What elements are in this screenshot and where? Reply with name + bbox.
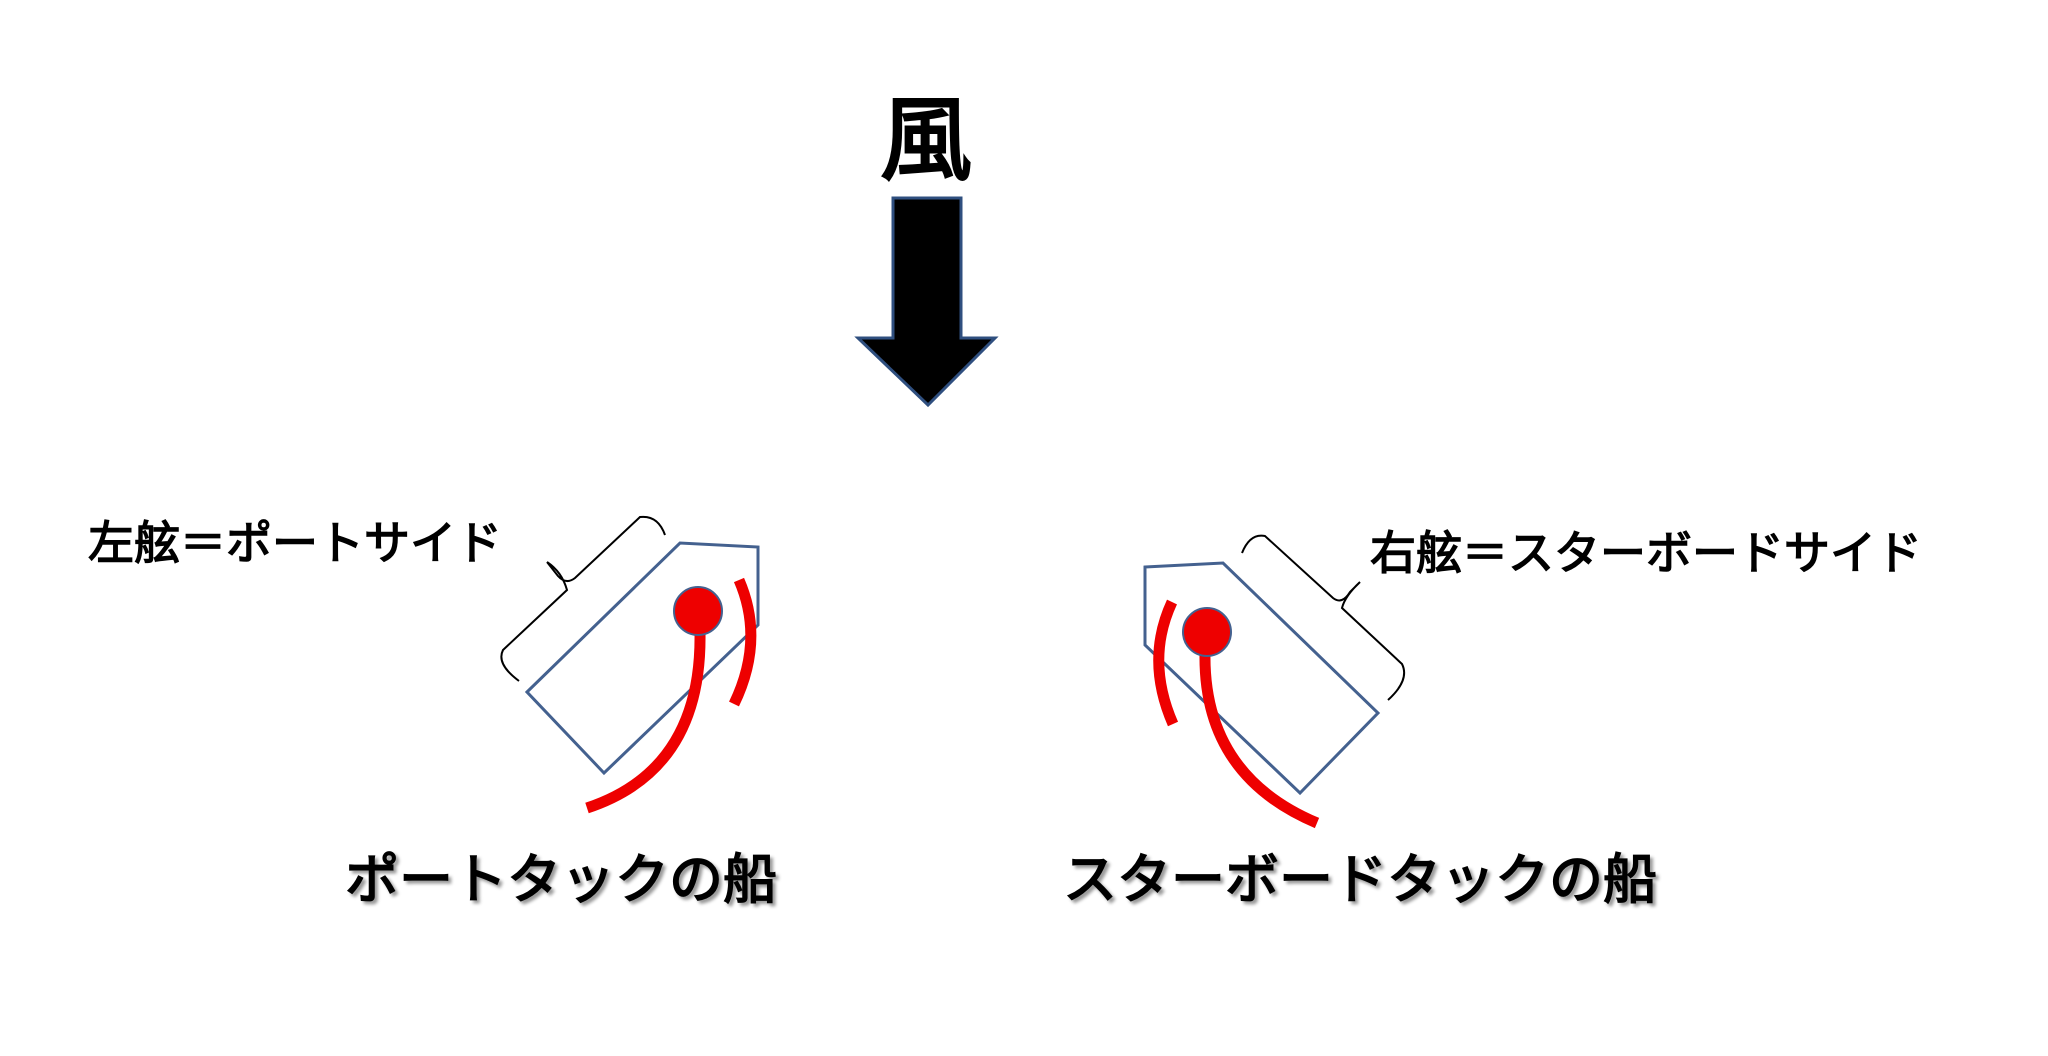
- port-boat-jib: [729, 577, 757, 707]
- wind-arrow: [854, 196, 999, 408]
- port-side-label: 左舷＝ポートサイド: [88, 516, 502, 570]
- port-boat-mainsail: [585, 632, 706, 814]
- starboard-side-label: 右舷＝スターボードサイド: [1370, 526, 1922, 580]
- starboard-boat-hull: [1143, 561, 1381, 796]
- starboard-side-bracket: [1241, 534, 1406, 701]
- starboard-tack-label: スターボードタックの船: [1063, 848, 1657, 911]
- starboard-tack-boat: [1143, 534, 1406, 829]
- port-boat-mast: [673, 586, 723, 636]
- starboard-boat-jib: [1153, 599, 1179, 727]
- starboard-boat-mainsail: [1199, 652, 1320, 829]
- port-tack-label: ポートタックの船: [345, 848, 777, 911]
- starboard-boat-mast: [1182, 607, 1232, 657]
- port-tack-boat: [500, 515, 760, 814]
- wind-label: 風: [880, 87, 973, 194]
- port-side-bracket: [500, 515, 666, 682]
